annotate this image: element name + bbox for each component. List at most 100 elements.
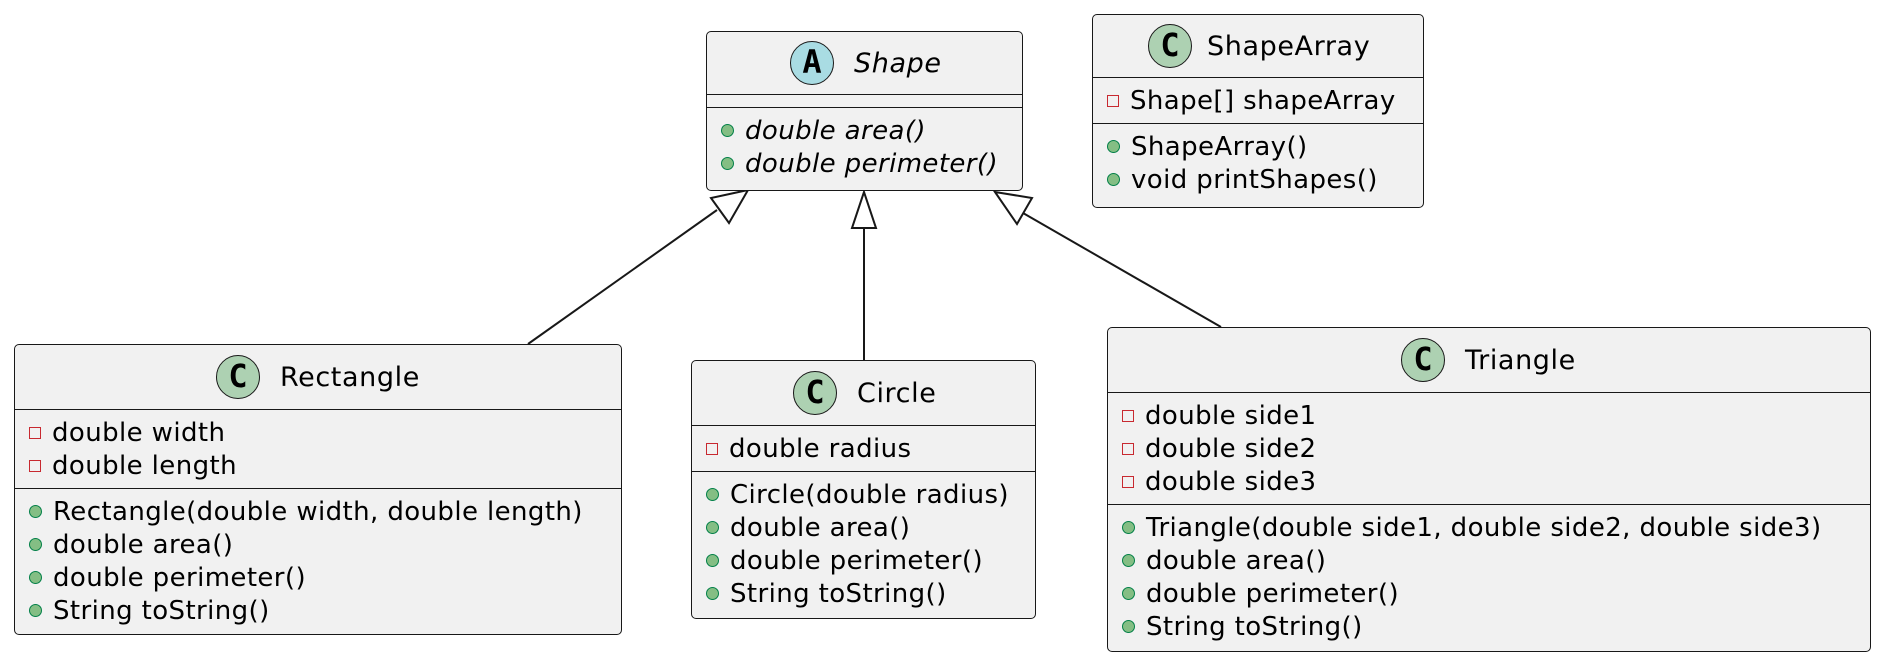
method-row: ShapeArray() [1093,130,1423,163]
method-text: double perimeter() [1146,578,1399,609]
public-visibility-icon [1122,620,1135,633]
class-circle[interactable]: C Circle double radius Circle(double rad… [691,360,1036,619]
methods-compartment: Triangle(double side1, double side2, dou… [1108,504,1870,649]
class-shape[interactable]: A Shape double area() double perimeter() [706,31,1023,191]
method-text: String toString() [53,595,270,626]
method-text: double area() [745,115,926,146]
method-text: double area() [1146,545,1327,576]
class-rectangle[interactable]: C Rectangle double width double length R… [14,344,622,635]
class-icon: C [1401,338,1445,382]
class-name: Circle [857,377,937,409]
method-text: ShapeArray() [1131,131,1308,162]
attributes-compartment: double width double length [15,409,621,488]
class-name: ShapeArray [1207,30,1371,62]
class-icon: C [216,355,260,399]
class-name: Rectangle [280,361,420,393]
public-visibility-icon [706,488,719,501]
public-visibility-icon [721,157,734,170]
attribute-text: Shape[] shapeArray [1130,85,1396,116]
private-visibility-icon [1122,442,1134,455]
method-text: double perimeter() [730,545,983,576]
class-icon: C [793,371,837,415]
attribute-text: double length [52,450,237,481]
method-row: double area() [15,528,621,561]
generalization-arrowhead [850,188,878,229]
generalization-arrowhead [709,188,750,225]
attribute-row: double side2 [1108,432,1870,465]
public-visibility-icon [29,604,42,617]
class-header: C Circle [692,361,1035,425]
method-text: Rectangle(double width, double length) [53,496,583,527]
public-visibility-icon [1107,173,1120,186]
public-visibility-icon [1122,554,1135,567]
class-shapearray[interactable]: C ShapeArray Shape[] shapeArray ShapeArr… [1092,14,1424,208]
method-text: double perimeter() [745,148,998,179]
method-text: String toString() [730,578,947,609]
method-row: double perimeter() [692,544,1035,577]
attribute-row: Shape[] shapeArray [1093,84,1423,117]
public-visibility-icon [1122,521,1135,534]
class-name: Shape [854,47,942,79]
public-visibility-icon [706,521,719,534]
method-text: Circle(double radius) [730,479,1009,510]
private-visibility-icon [29,426,41,439]
attribute-row: double side3 [1108,465,1870,498]
method-text: double area() [730,512,911,543]
class-icon: C [1148,24,1192,68]
private-visibility-icon [1122,409,1134,422]
edge-triangle-shape [1022,212,1222,328]
method-text: String toString() [1146,611,1363,642]
private-visibility-icon [1122,475,1134,488]
class-triangle[interactable]: C Triangle double side1 double side2 dou… [1107,327,1871,652]
method-text: Triangle(double side1, double side2, dou… [1146,512,1822,543]
attributes-compartment: double side1 double side2 double side3 [1108,392,1870,504]
attribute-row: double length [15,449,621,482]
attribute-row: double radius [692,432,1035,465]
attributes-compartment [707,94,1022,107]
public-visibility-icon [706,587,719,600]
attribute-text: double radius [729,433,912,464]
method-row: double perimeter() [707,147,1022,180]
public-visibility-icon [29,571,42,584]
method-row: Rectangle(double width, double length) [15,495,621,528]
private-visibility-icon [1107,94,1119,107]
class-name: Triangle [1465,344,1576,376]
attribute-text: double side3 [1145,466,1317,497]
private-visibility-icon [706,442,718,455]
method-row: double perimeter() [15,561,621,594]
generalization-arrowhead [992,190,1034,226]
edge-rectangle-shape [527,209,718,345]
attribute-row: double side1 [1108,399,1870,432]
method-row: void printShapes() [1093,163,1423,196]
public-visibility-icon [706,554,719,567]
attributes-compartment: double radius [692,425,1035,471]
attribute-text: double side1 [1145,400,1317,431]
methods-compartment: Circle(double radius) double area() doub… [692,471,1035,616]
method-text: double perimeter() [53,562,306,593]
method-text: void printShapes() [1131,164,1378,195]
methods-compartment: Rectangle(double width, double length) d… [15,488,621,633]
method-row: double area() [1108,544,1870,577]
method-row: Circle(double radius) [692,478,1035,511]
class-header: C ShapeArray [1093,15,1423,77]
class-header: A Shape [707,32,1022,94]
method-row: double area() [707,114,1022,147]
method-row: Triangle(double side1, double side2, dou… [1108,511,1870,544]
public-visibility-icon [29,505,42,518]
class-header: C Triangle [1108,328,1870,392]
method-row: double area() [692,511,1035,544]
attributes-compartment: Shape[] shapeArray [1093,77,1423,123]
attribute-text: double width [52,417,226,448]
attribute-row: double width [15,416,621,449]
method-text: double area() [53,529,234,560]
attribute-text: double side2 [1145,433,1317,464]
class-header: C Rectangle [15,345,621,409]
public-visibility-icon [29,538,42,551]
method-row: double perimeter() [1108,577,1870,610]
methods-compartment: double area() double perimeter() [707,107,1022,186]
method-row: String toString() [1108,610,1870,643]
public-visibility-icon [721,124,734,137]
private-visibility-icon [29,459,41,472]
public-visibility-icon [1107,140,1120,153]
